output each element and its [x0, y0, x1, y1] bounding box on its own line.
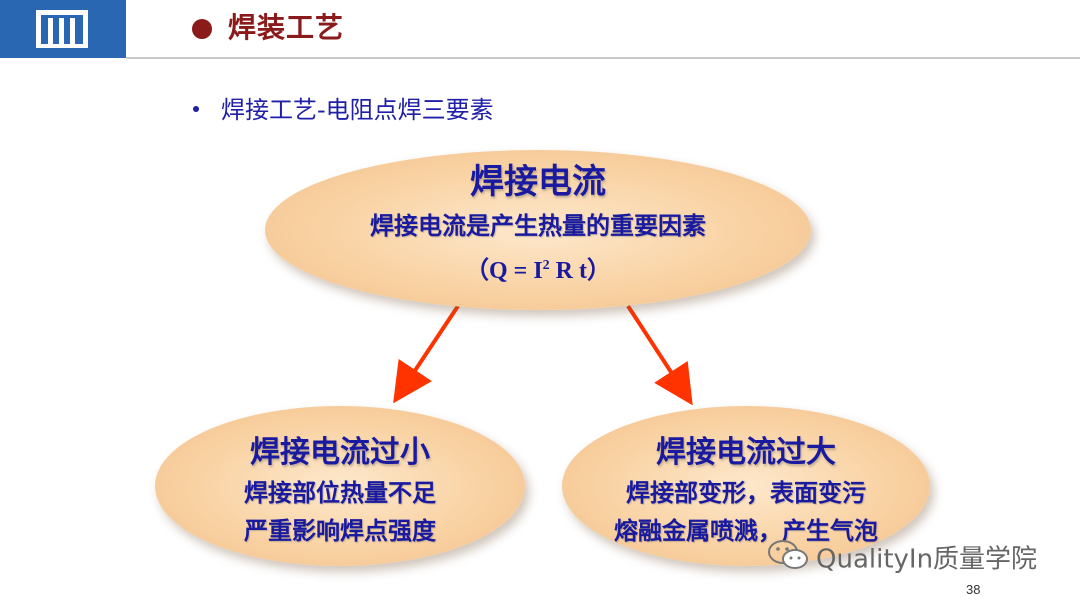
watermark: QualityIn质量学院 — [766, 537, 1037, 583]
title-bullet-icon — [192, 19, 212, 39]
right-node-title: 焊接电流过大 — [656, 435, 836, 470]
left-node-line2: 严重影响焊点强度 — [244, 516, 436, 545]
logo-mark-icon — [36, 10, 88, 48]
formula-close: R t） — [549, 258, 611, 284]
right-node-line2: 熔融金属喷溅，产生气泡 — [614, 516, 878, 545]
bullet-item: 焊接工艺-电阻点焊三要素 — [190, 96, 494, 124]
top-node-description: 焊接电流是产生热量的重要因素 — [370, 211, 706, 240]
arrow-right — [626, 304, 693, 406]
page-number: 38 — [966, 582, 981, 597]
watermark-text: QualityIn质量学院 — [816, 544, 1038, 575]
header-divider — [126, 57, 1080, 59]
logo — [0, 0, 126, 58]
formula-sup: 2 — [542, 258, 550, 273]
formula-open: （Q = I — [464, 258, 543, 284]
right-node-line1: 焊接部变形，表面变污 — [626, 478, 866, 507]
left-node-title: 焊接电流过小 — [250, 435, 430, 470]
top-node-title: 焊接电流 — [470, 162, 606, 202]
slide-title: 焊装工艺 — [228, 11, 345, 44]
top-node-formula: （Q = I2 R t） — [265, 246, 811, 291]
bullet-dot-icon — [193, 105, 199, 112]
wechat-icon — [766, 537, 810, 583]
left-node-ellipse: 焊接电流过小 焊接部位热量不足 严重影响焊点强度 — [155, 406, 525, 566]
bullet-text: 焊接工艺-电阻点焊三要素 — [221, 96, 494, 124]
right-node-ellipse: 焊接电流过大 焊接部变形，表面变污 熔融金属喷溅，产生气泡 — [562, 406, 930, 566]
top-node-ellipse: 焊接电流 焊接电流是产生热量的重要因素 （Q = I2 R t） — [265, 150, 811, 310]
arrow-left — [393, 304, 460, 404]
left-node-line1: 焊接部位热量不足 — [244, 478, 436, 507]
